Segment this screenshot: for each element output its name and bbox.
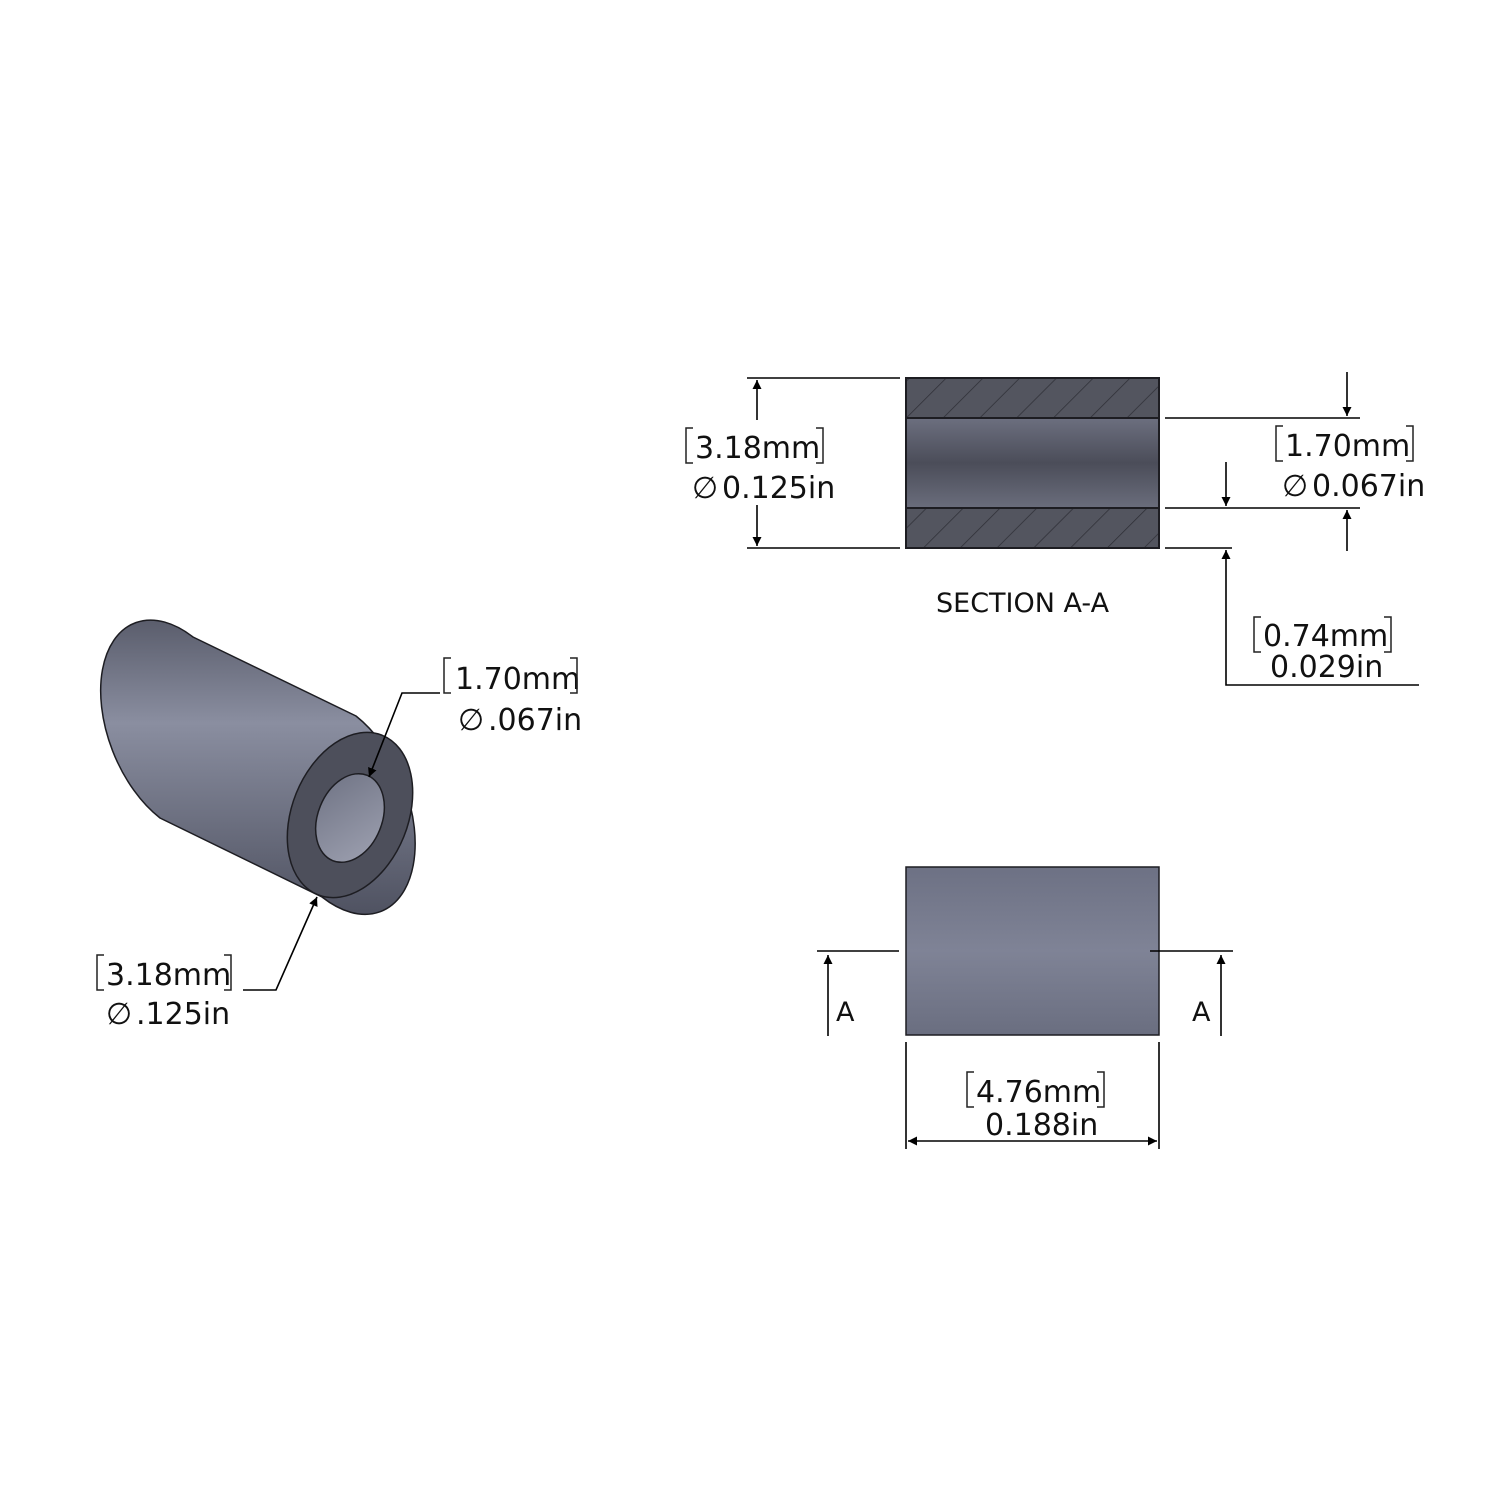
section-bore	[905, 417, 1160, 509]
diameter-symbol: ∅	[106, 997, 132, 1032]
iso-id-mm: 1.70mm	[455, 662, 580, 697]
section-id-dimension: 1.70mm ∅ 0.067in	[1275, 425, 1425, 504]
section-od-mm: 3.18mm	[695, 431, 820, 466]
section-wall-in: 0.029in	[1270, 650, 1383, 685]
iso-id-in: .067in	[488, 703, 582, 738]
section-title: SECTION A-A	[936, 588, 1110, 619]
diameter-symbol: ∅	[1282, 469, 1308, 504]
iso-od-in: .125in	[136, 997, 230, 1032]
section-top-wall	[905, 377, 1160, 419]
iso-od-dimension: 3.18mm ∅ .125in	[96, 954, 232, 1032]
iso-id-dimension: 1.70mm ∅ .067in	[443, 657, 582, 738]
side-view	[817, 866, 1233, 1149]
side-length-in: 0.188in	[985, 1108, 1098, 1143]
diameter-symbol: ∅	[692, 471, 718, 506]
section-view	[747, 372, 1419, 686]
section-wall-mm: 0.74mm	[1263, 619, 1388, 654]
section-id-mm: 1.70mm	[1285, 429, 1410, 464]
iso-id-leader	[368, 692, 440, 778]
isometric-view	[99, 619, 440, 991]
section-wall-leader	[1221, 550, 1419, 686]
section-od-in: 0.125in	[722, 471, 835, 506]
side-view-body	[905, 866, 1160, 1036]
iso-od-mm: 3.18mm	[106, 958, 231, 993]
side-length-mm: 4.76mm	[976, 1075, 1101, 1110]
iso-od-leader	[243, 896, 318, 991]
side-length-dimension: 4.76mm 0.188in	[966, 1071, 1105, 1143]
cut-label-left: A	[836, 997, 855, 1028]
section-wall-dimension: 0.74mm 0.029in	[1253, 616, 1392, 685]
iso-bore-hole	[314, 772, 386, 864]
section-od-dimension: 3.18mm ∅ 0.125in	[685, 427, 835, 506]
section-bottom-wall	[905, 507, 1160, 549]
diameter-symbol: ∅	[458, 703, 484, 738]
cut-label-right: A	[1192, 997, 1211, 1028]
section-id-in: 0.067in	[1312, 469, 1425, 504]
